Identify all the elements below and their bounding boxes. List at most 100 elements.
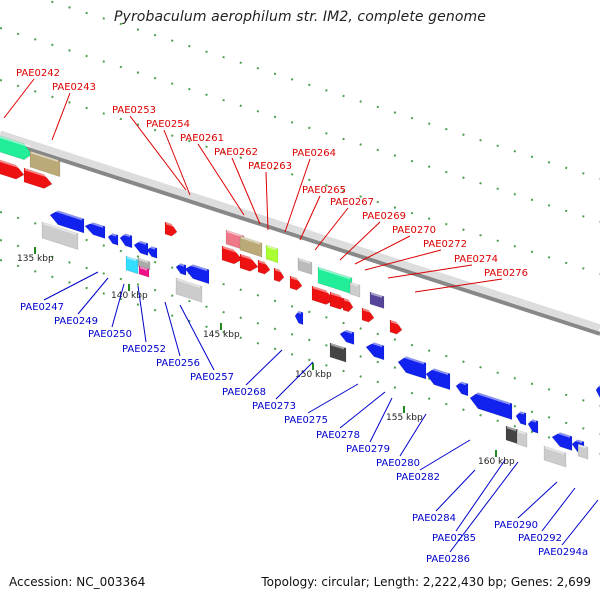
- gene-glyph: [425, 366, 451, 391]
- gene-glyph: [0, 133, 33, 161]
- forward-gene-label: PAE0272: [423, 239, 467, 250]
- gene-shape: [29, 150, 61, 178]
- gene-highlight: [341, 328, 352, 334]
- forward-gene-label: PAE0270: [392, 225, 436, 236]
- gene-highlight: [573, 438, 582, 444]
- forward-gene-label: PAE0264: [292, 148, 336, 159]
- gene-shape: [469, 392, 513, 420]
- gene-glyph: [0, 157, 25, 180]
- gene-shape: [365, 342, 385, 361]
- reverse-gene-label: PAE0284: [412, 513, 456, 524]
- gene-glyph: [273, 267, 285, 283]
- forward-gene-label: PAE0262: [214, 147, 258, 158]
- gene-highlight: [259, 260, 268, 266]
- gene-glyph: [119, 232, 133, 249]
- gene-glyph: [175, 262, 187, 276]
- reverse-leader-line: [449, 461, 519, 553]
- reverse-gene-label: PAE0279: [346, 444, 390, 455]
- reverse-leader-line: [245, 349, 283, 386]
- forward-leader-line: [314, 207, 349, 251]
- reverse-leader-line: [561, 499, 599, 546]
- gene-glyph: [49, 208, 85, 234]
- gene-highlight: [367, 340, 382, 348]
- gene-highlight: [518, 430, 525, 435]
- gene-highlight: [121, 232, 130, 238]
- reverse-gene-label: PAE0278: [316, 430, 360, 441]
- gene-shape: [239, 253, 259, 272]
- gene-highlight: [127, 256, 136, 262]
- scale-label: 150 kbp: [295, 370, 332, 380]
- gene-glyph: [125, 255, 139, 275]
- gene-glyph: [164, 221, 178, 237]
- forward-leader-line: [387, 264, 473, 279]
- gene-highlight: [109, 232, 116, 237]
- gene-highlight: [43, 222, 76, 235]
- reverse-leader-line: [111, 283, 125, 328]
- gene-highlight: [371, 292, 382, 298]
- gene-glyph: [133, 239, 149, 256]
- reverse-gene-label: PAE0273: [252, 401, 296, 412]
- gene-highlight: [0, 134, 30, 148]
- gene-shape: [455, 381, 469, 397]
- genome-summary: Topology: circular; Length: 2,222,430 bp…: [261, 575, 591, 589]
- gene-glyph: [294, 310, 304, 325]
- gene-shape: [543, 445, 567, 468]
- gene-highlight: [275, 268, 282, 273]
- gene-highlight: [177, 262, 184, 267]
- forward-gene-label: PAE0267: [330, 197, 374, 208]
- gene-glyph: [543, 445, 567, 468]
- forward-leader-line: [51, 92, 71, 141]
- gene-shape: [515, 411, 527, 426]
- accession-text: Accession: NC_003364: [9, 575, 146, 589]
- gene-highlight: [148, 245, 155, 250]
- reverse-gene-label: PAE0286: [426, 554, 470, 565]
- reverse-gene-label: PAE0280: [376, 458, 420, 469]
- gene-shape: [239, 235, 263, 258]
- gene-highlight: [351, 282, 358, 287]
- gene-glyph: [29, 150, 61, 178]
- gene-highlight: [51, 208, 82, 221]
- gene-highlight: [177, 278, 200, 288]
- forward-leader-line: [284, 158, 311, 233]
- reverse-leader-line: [399, 413, 427, 457]
- reverse-gene-label: PAE0247: [20, 302, 64, 313]
- forward-gene-label: PAE0269: [362, 211, 406, 222]
- gene-glyph: [41, 221, 79, 251]
- reverse-gene-label: PAE0250: [88, 329, 132, 340]
- forward-leader-line: [197, 143, 245, 216]
- gene-glyph: [289, 275, 303, 291]
- reverse-leader-line: [275, 361, 314, 400]
- map-title: Pyrobaculum aerophilum str. IM2, complet…: [114, 9, 486, 25]
- reverse-leader-line: [369, 397, 393, 443]
- gene-glyph: [551, 430, 573, 451]
- gene-glyph: [389, 319, 403, 335]
- gene-highlight: [166, 222, 175, 228]
- gene-shape: [133, 240, 149, 256]
- forward-gene-label: PAE0261: [180, 133, 224, 144]
- forward-leader-line: [414, 278, 503, 293]
- gene-glyph: [184, 262, 210, 285]
- gene-glyph: [505, 425, 519, 445]
- reverse-leader-line: [164, 301, 181, 357]
- gene-highlight: [313, 286, 332, 295]
- gene-highlight: [517, 410, 524, 415]
- gene-glyph: [349, 281, 361, 298]
- gene-highlight: [319, 267, 350, 280]
- reverse-leader-line: [541, 487, 576, 532]
- guide-rail-2: [0, 27, 600, 223]
- reverse-leader-line: [77, 277, 109, 315]
- scale-label: 160 kbp: [478, 457, 515, 467]
- scale-label: 155 kbp: [386, 413, 423, 423]
- gene-glyph: [221, 245, 243, 265]
- forward-leader-line: [354, 235, 411, 265]
- gene-highlight: [241, 254, 256, 262]
- gene-highlight: [579, 444, 586, 449]
- reverse-gene-label: PAE0285: [432, 533, 476, 544]
- gene-glyph: [107, 232, 119, 246]
- scale-label: 145 kbp: [203, 330, 240, 340]
- gene-highlight: [25, 168, 50, 179]
- gene-shape: [551, 432, 573, 451]
- gene-glyph: [175, 277, 203, 303]
- reverse-leader-line: [43, 271, 99, 301]
- gene-glyph: [365, 340, 385, 361]
